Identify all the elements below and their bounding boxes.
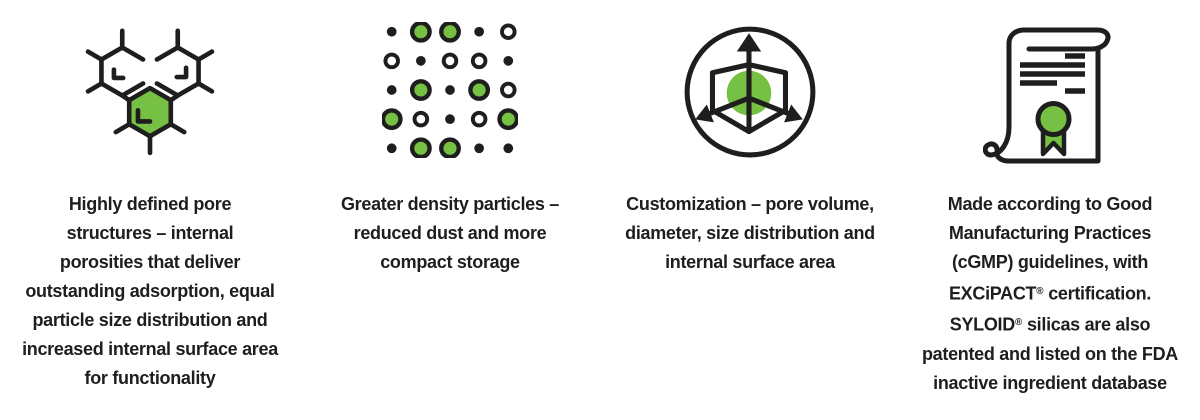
particle-grid-icon [382, 22, 518, 158]
particle-ring [441, 52, 459, 70]
certificate-icon [983, 27, 1111, 164]
particle-grid-dots [382, 22, 518, 158]
particle-green [409, 137, 432, 158]
icon-box [900, 0, 1200, 180]
particle-green [409, 79, 432, 101]
particle-green [497, 108, 518, 131]
particle-green [382, 108, 403, 131]
particle-ring [383, 52, 400, 70]
particle-ring [470, 110, 488, 128]
feature-caption: Made according to Good Manufacturing Pra… [921, 194, 1178, 393]
particle-dot [445, 114, 455, 124]
feature-caption: Highly defined pore structures – interna… [22, 194, 278, 388]
feature-caption: Greater density particles – reduced dust… [340, 194, 559, 272]
feature-card-pore-structures: Highly defined pore structures – interna… [0, 0, 300, 420]
icon-box [300, 0, 600, 180]
particle-ring [500, 23, 517, 40]
particle-dot [445, 85, 455, 95]
particle-green [439, 22, 461, 43]
feature-card-certification: Made according to Good Manufacturing Pra… [900, 0, 1200, 420]
particle-green [468, 79, 491, 101]
icon-box [600, 0, 900, 180]
particle-dot [474, 143, 484, 154]
particle-dot [503, 143, 514, 154]
particle-dot [474, 26, 484, 37]
particle-dot [416, 56, 426, 66]
particle-dot [503, 56, 514, 66]
particle-dot [386, 26, 397, 37]
particle-ring [500, 81, 517, 99]
icon-box [0, 0, 300, 180]
molecule-hexagons-icon [85, 28, 215, 156]
customization-cube-icon [684, 26, 816, 158]
particle-green [409, 22, 432, 43]
particle-dot [386, 143, 397, 154]
particle-dot [386, 85, 397, 95]
particle-green [439, 137, 461, 158]
feature-card-customization: Customization – pore volume, diameter, s… [600, 0, 900, 420]
feature-card-density: Greater density particles – reduced dust… [300, 0, 600, 420]
particle-ring [470, 52, 488, 70]
feature-caption: Customization – pore volume, diameter, s… [625, 194, 875, 272]
particle-ring [412, 110, 430, 128]
